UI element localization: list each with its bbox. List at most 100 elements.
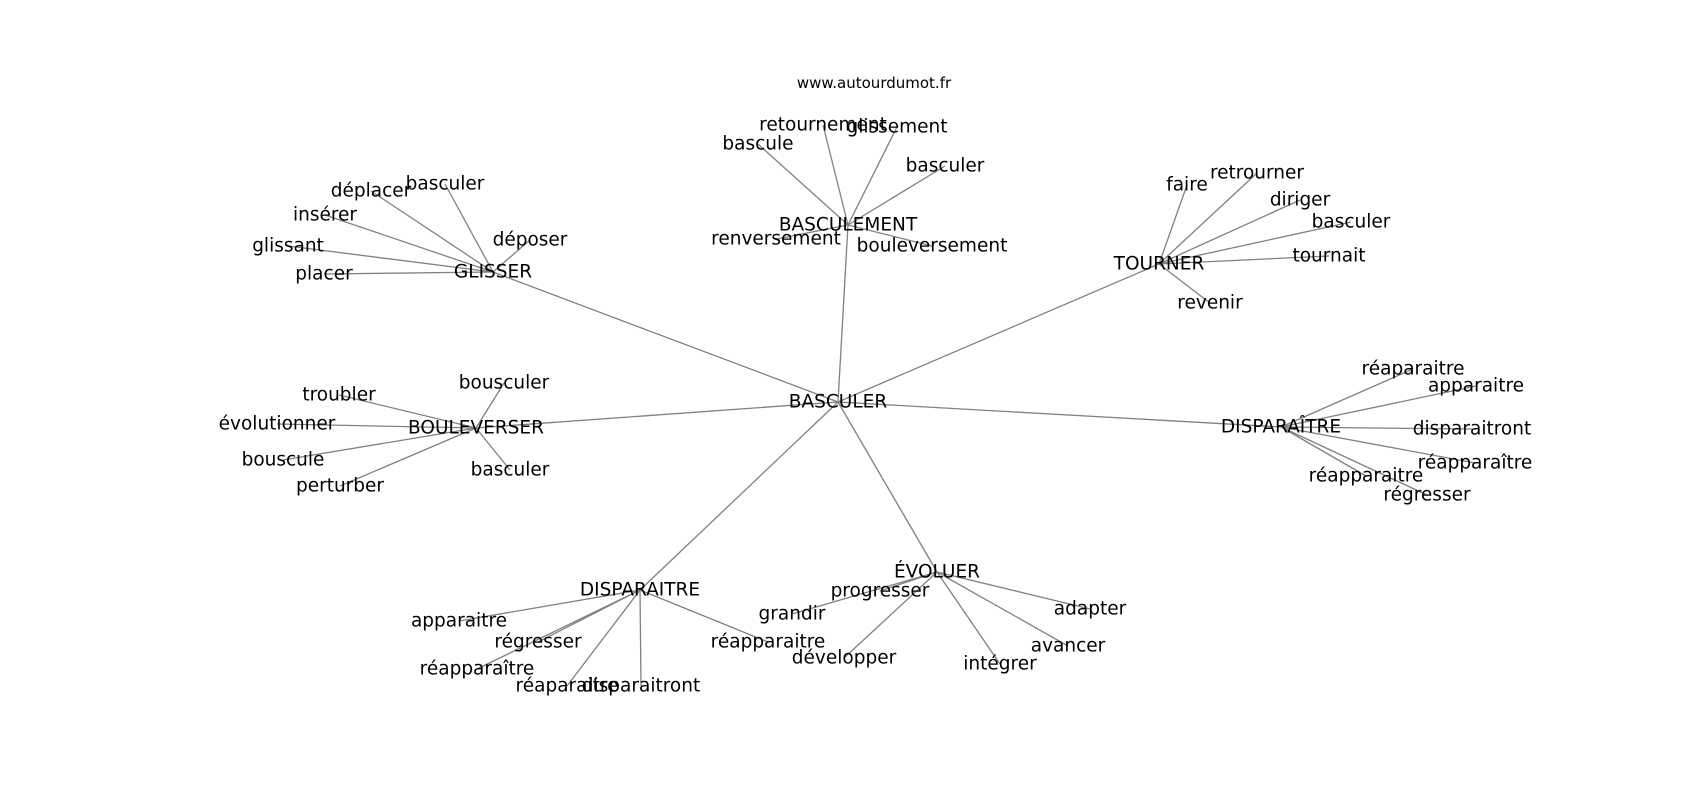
leaf-node: insérer (293, 205, 357, 226)
leaf-node: développer (792, 648, 897, 669)
leaf-node: diriger (1270, 190, 1331, 211)
leaf-edge (339, 427, 477, 487)
leaf-node: basculer (1312, 212, 1391, 233)
hub-node: BOULEVERSER (408, 418, 544, 439)
leaf-node: bascule (722, 134, 793, 155)
leaf-node: troubler (302, 385, 376, 406)
leaf-node: réaparaitre (516, 676, 619, 697)
leaf-node: bouscule (242, 450, 325, 471)
leaf-edge (847, 126, 898, 226)
leaf-node: basculer (406, 174, 485, 195)
leaf-node: avancer (1031, 636, 1106, 657)
leaf-edge (338, 394, 477, 429)
leaf-edge (639, 589, 769, 643)
leaf-node: perturber (296, 476, 384, 497)
leaf-node: grandir (759, 604, 826, 625)
leaf-node: réapparaître (420, 659, 535, 680)
leaf-edge (847, 165, 946, 226)
leaf-edge (1158, 172, 1258, 265)
leaf-node: faire (1166, 175, 1208, 196)
hub-edge (837, 401, 1282, 428)
leaf-node: progresser (831, 581, 930, 602)
leaf-node: basculer (906, 156, 985, 177)
leaf-node: déposer (493, 230, 568, 251)
leaf-node: renversement (711, 229, 841, 250)
leaf-node: réaparaitre (1362, 359, 1465, 380)
leaf-edge (324, 214, 494, 273)
hub-node: GLISSER (454, 262, 532, 283)
leaf-edge (1158, 255, 1330, 265)
leaf-edge (492, 239, 531, 273)
leaf-node: réapparaitre (1309, 466, 1424, 487)
hub-edge (837, 224, 849, 403)
hub-edge (837, 401, 938, 573)
leaf-edge (276, 423, 477, 429)
hub-edge (639, 401, 839, 591)
leaf-edge (1280, 426, 1476, 464)
hub-edge (837, 263, 1160, 403)
leaf-edge (1158, 221, 1352, 265)
leaf-node: adapter (1054, 599, 1127, 620)
leaf-node: réapparaitre (711, 632, 826, 653)
leaf-node: glissement (846, 117, 947, 138)
leaf-edge (475, 382, 505, 429)
leaf-edge (843, 571, 938, 659)
hub-edge (492, 271, 839, 403)
leaf-edge (936, 571, 1001, 665)
leaf-edge (639, 589, 642, 687)
leaf-node: régresser (1383, 485, 1471, 506)
hub-edge (475, 401, 839, 429)
leaf-edge (822, 124, 849, 226)
leaf-node: disparaitront (582, 676, 700, 697)
hub-node: DISPARAÎTRE (1221, 416, 1341, 438)
leaf-node: apparaitre (1428, 376, 1524, 397)
leaf-edge (566, 589, 641, 687)
leaf-edge (323, 271, 494, 275)
hub-node: ÉVOLUER (894, 561, 980, 583)
leaf-edge (458, 589, 641, 622)
leaf-node: retrourner (1210, 163, 1304, 184)
leaf-edge (791, 571, 938, 615)
leaf-node: réapparaître (1418, 453, 1533, 474)
source-url: www.autourdumot.fr (797, 74, 952, 92)
leaf-edge (370, 190, 494, 273)
hub-node: TOURNER (1113, 254, 1205, 275)
leaf-edge (282, 427, 477, 461)
leaf-node: bouleversement (857, 236, 1008, 257)
leaf-edge (475, 427, 511, 471)
leaf-edge (444, 183, 494, 273)
leaf-node: disparaitront (1413, 419, 1531, 440)
leaf-node: placer (295, 264, 353, 285)
leaf-edge (1280, 426, 1473, 430)
leaf-edge (1280, 368, 1414, 428)
leaf-edge (1280, 385, 1477, 428)
leaf-edge (757, 143, 849, 226)
leaf-edge (1280, 426, 1367, 477)
graph-labels: BASCULER BASCULEMENT retournementglissemen… (219, 115, 1533, 697)
leaf-node: bousculer (459, 373, 550, 394)
hub-node: DISPARAITRE (580, 580, 700, 601)
leaf-edge (936, 571, 1069, 647)
leaf-node: apparaitre (411, 611, 507, 632)
leaf-node: tournait (1292, 246, 1365, 267)
leaf-node: retournement (759, 115, 887, 136)
leaf-node: régresser (494, 632, 582, 653)
leaf-edge (287, 245, 494, 273)
leaf-node: glissant (252, 236, 324, 257)
leaf-edge (1158, 199, 1301, 265)
leaf-edge (1158, 184, 1188, 265)
graph-edges (276, 124, 1477, 687)
leaf-node: revenir (1177, 293, 1243, 314)
leaf-node: basculer (471, 460, 550, 481)
leaf-edge (476, 589, 641, 670)
leaf-edge (1280, 426, 1428, 496)
center-node: BASCULER (789, 392, 888, 413)
leaf-node: évolutionner (219, 414, 336, 435)
leaf-node: intégrer (963, 654, 1037, 675)
leaf-edge (1158, 263, 1211, 304)
leaf-node: déplacer (331, 181, 412, 202)
leaf-edge (936, 571, 1091, 610)
hub-node: BASCULEMENT (779, 215, 918, 236)
leaf-edge (847, 224, 933, 247)
